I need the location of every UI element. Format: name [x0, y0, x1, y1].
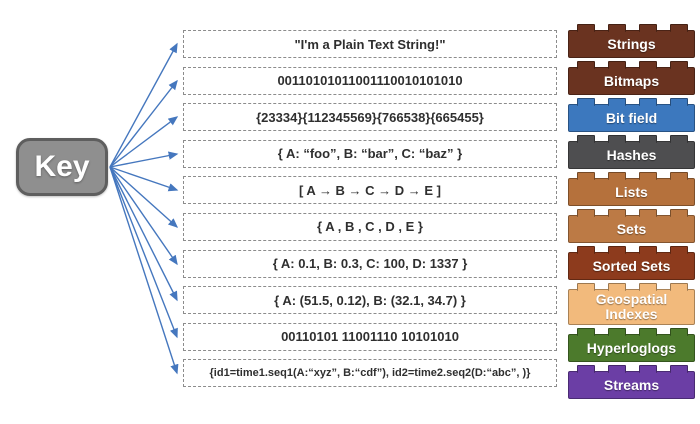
value-box-bitmaps: 00110101011001110010101010 — [183, 66, 557, 95]
value-box-hashes: { A: “foo”, B: “bar”, C: “baz” } — [183, 139, 557, 168]
brick-label: Strings — [607, 35, 656, 52]
brick-stud — [639, 135, 657, 143]
brick-stud — [639, 98, 657, 106]
value-box-geospatial: { A: (51.5, 0.12), B: (32.1, 34.7) } — [183, 286, 557, 315]
brick-stud — [639, 328, 657, 336]
brick-stud — [670, 209, 688, 217]
value-text: { A: 0.1, B: 0.3, C: 100, D: 1337 } — [272, 256, 468, 272]
key-label: Key — [34, 150, 90, 183]
brick-stud — [577, 98, 595, 106]
brick-stud — [639, 24, 657, 32]
brick-hashes: Hashes — [568, 135, 695, 169]
brick-stud — [608, 98, 626, 106]
value-box-bitfield: {23334}{112345569}{766538}{665455} — [183, 103, 557, 132]
key-arrow — [109, 166, 179, 375]
brick-label: Lists — [615, 183, 648, 200]
brick-lists: Lists — [568, 172, 695, 206]
brick-stud — [670, 283, 688, 291]
value-text: 00110101 11001110 10101010 — [281, 329, 459, 345]
value-box-hyperloglogs: 00110101 11001110 10101010 — [183, 322, 557, 351]
brick-stud — [577, 365, 595, 373]
key-arrow — [109, 166, 178, 266]
brick-stud — [670, 61, 688, 69]
brick-stud — [670, 365, 688, 373]
brick-stud — [670, 172, 688, 180]
value-text: 00110101011001110010101010 — [277, 73, 463, 89]
brick-stud — [639, 246, 657, 254]
key-arrow — [109, 116, 179, 168]
key-arrow — [109, 151, 179, 168]
brick-stud — [670, 24, 688, 32]
brick-label: Hyperloglogs — [586, 339, 677, 356]
brick-stud — [670, 328, 688, 336]
key-arrow — [109, 166, 179, 228]
key-arrow — [109, 42, 178, 168]
brick-stud — [608, 172, 626, 180]
brick-stud — [639, 283, 657, 291]
brick-stud — [608, 328, 626, 336]
brick-sets: Sets — [568, 209, 695, 243]
brick-stud — [577, 246, 595, 254]
brick-geospatial-indexes: Geospatial Indexes — [568, 283, 695, 325]
brick-label: Sorted Sets — [592, 257, 671, 274]
value-text: { A , B , C , D , E } — [317, 219, 423, 235]
brick-label: Bit field — [605, 109, 658, 126]
brick-stud — [577, 61, 595, 69]
brick-stud — [639, 209, 657, 217]
brick-label: Bitmaps — [603, 72, 660, 89]
brick-stud — [608, 61, 626, 69]
brick-stud — [670, 135, 688, 143]
value-box-column: "I'm a Plain Text String!" 0011010101100… — [183, 30, 557, 388]
brick-stud — [577, 283, 595, 291]
key-arrow — [109, 166, 179, 192]
value-box-sorted-sets: { A: 0.1, B: 0.3, C: 100, D: 1337 } — [183, 249, 557, 278]
key-arrow — [109, 166, 178, 339]
brick-stud — [639, 61, 657, 69]
value-text: [ A → B → C → D → E ] — [298, 182, 442, 198]
value-text: { A: (51.5, 0.12), B: (32.1, 34.7) } — [274, 292, 466, 308]
brick-stud — [639, 365, 657, 373]
brick-stud — [608, 24, 626, 32]
brick-stud — [577, 328, 595, 336]
key-arrow — [109, 166, 178, 302]
brick-label: Hashes — [606, 146, 657, 163]
brick-stud — [608, 246, 626, 254]
brick-streams: Streams — [568, 365, 695, 399]
type-brick-column: Strings Bitmaps Bit field Hashes Lists S… — [568, 24, 695, 399]
brick-stud — [608, 283, 626, 291]
brick-strings: Strings — [568, 24, 695, 58]
brick-label: Sets — [616, 220, 647, 237]
brick-stud — [639, 172, 657, 180]
value-text: {23334}{112345569}{766538}{665455} — [256, 109, 484, 125]
value-box-strings: "I'm a Plain Text String!" — [183, 30, 557, 58]
brick-stud — [670, 246, 688, 254]
brick-bit-field: Bit field — [568, 98, 695, 132]
brick-stud — [577, 24, 595, 32]
brick-stud — [577, 135, 595, 143]
key-arrow — [109, 79, 178, 168]
brick-stud — [577, 209, 595, 217]
key-node: Key — [16, 138, 108, 196]
value-box-streams: {id1=time1.seq1(A:“xyz”, B:“cdf”), id2=t… — [183, 359, 557, 388]
value-box-lists: [ A → B → C → D → E ] — [183, 176, 557, 205]
brick-stud — [608, 365, 626, 373]
brick-label: Streams — [603, 376, 660, 393]
value-text: {id1=time1.seq1(A:“xyz”, B:“cdf”), id2=t… — [209, 367, 531, 380]
brick-label: Geospatial Indexes — [595, 291, 668, 322]
value-text: { A: “foo”, B: “bar”, C: “baz” } — [277, 146, 463, 162]
brick-stud — [577, 172, 595, 180]
brick-sorted-sets: Sorted Sets — [568, 246, 695, 280]
brick-hyperloglogs: Hyperloglogs — [568, 328, 695, 362]
brick-stud — [670, 98, 688, 106]
brick-stud — [608, 135, 626, 143]
value-box-sets: { A , B , C , D , E } — [183, 212, 557, 241]
brick-stud — [608, 209, 626, 217]
value-text: "I'm a Plain Text String!" — [294, 36, 446, 52]
brick-bitmaps: Bitmaps — [568, 61, 695, 95]
